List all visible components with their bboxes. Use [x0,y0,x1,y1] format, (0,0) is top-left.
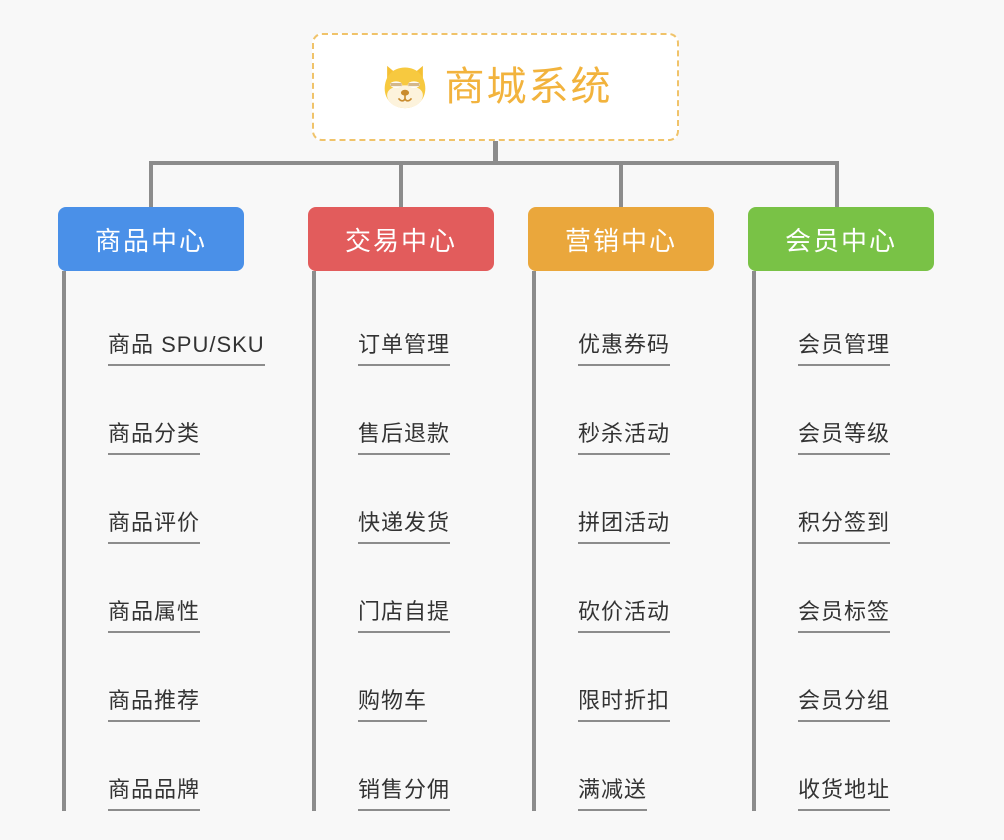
leaf-list-3: 优惠券码 秒杀活动 拼团活动 砍价活动 限时折扣 满减送 [532,271,714,811]
list-item[interactable]: 秒杀活动 [540,366,714,455]
leaf-label: 限时折扣 [578,687,671,722]
list-item[interactable]: 商品 SPU/SKU [70,277,265,366]
leaf-label: 售后退款 [358,420,451,455]
category-box-product-center[interactable]: 商品中心 [58,207,244,271]
root-title: 商城系统 [444,65,613,109]
root-node-mall-system[interactable]: 商城系统 [312,33,679,141]
branch-column-1: 商品中心 商品 SPU/SKU 商品分类 商品评价 商品属性 商品推荐 商品品牌 [58,207,265,811]
leaf-label: 会员等级 [798,420,891,455]
leaf-label: 商品属性 [108,598,201,633]
list-item[interactable]: 满减送 [540,722,714,811]
list-item[interactable]: 门店自提 [320,544,494,633]
connector-drop-3 [619,163,623,207]
leaf-label: 拼团活动 [578,509,671,544]
list-item[interactable]: 会员管理 [760,277,934,366]
branch-column-4: 会员中心 会员管理 会员等级 积分签到 会员标签 会员分组 收货地址 [748,207,934,811]
leaf-label: 门店自提 [358,598,451,633]
leaf-label: 收货地址 [798,776,891,811]
list-item[interactable]: 收货地址 [760,722,934,811]
leaf-label: 商品分类 [108,420,201,455]
list-item[interactable]: 购物车 [320,633,494,722]
branch-column-3: 营销中心 优惠券码 秒杀活动 拼团活动 砍价活动 限时折扣 满减送 [528,207,714,811]
list-item[interactable]: 商品推荐 [70,633,244,722]
leaf-label: 购物车 [358,687,428,722]
list-item[interactable]: 快递发货 [320,455,494,544]
leaf-list-2: 订单管理 售后退款 快递发货 门店自提 购物车 销售分佣 [312,271,494,811]
category-label: 会员中心 [784,225,897,256]
list-item[interactable]: 商品品牌 [70,722,244,811]
list-item[interactable]: 商品分类 [70,366,244,455]
leaf-label: 销售分佣 [358,776,451,811]
leaf-list-4: 会员管理 会员等级 积分签到 会员标签 会员分组 收货地址 [752,271,934,811]
leaf-label: 积分签到 [798,509,891,544]
list-item[interactable]: 售后退款 [320,366,494,455]
category-box-trade-center[interactable]: 交易中心 [308,207,494,271]
category-label: 交易中心 [344,225,457,256]
leaf-label: 商品品牌 [108,776,201,811]
list-item[interactable]: 积分签到 [760,455,934,544]
connector-drop-1 [149,163,153,207]
leaf-label: 商品推荐 [108,687,201,722]
leaf-label: 会员标签 [798,598,891,633]
category-label: 商品中心 [94,225,207,256]
leaf-label: 秒杀活动 [578,420,671,455]
list-item[interactable]: 砍价活动 [540,544,714,633]
list-item[interactable]: 销售分佣 [320,722,494,811]
list-item[interactable]: 商品属性 [70,544,244,633]
connector-drop-2 [399,163,403,207]
leaf-label: 订单管理 [358,331,451,366]
list-item[interactable]: 拼团活动 [540,455,714,544]
connector-root-stem [493,141,498,163]
leaf-label: 砍价活动 [578,598,671,633]
list-item[interactable]: 会员标签 [760,544,934,633]
list-item[interactable]: 商品评价 [70,455,244,544]
category-box-marketing-center[interactable]: 营销中心 [528,207,714,271]
leaf-list-1: 商品 SPU/SKU 商品分类 商品评价 商品属性 商品推荐 商品品牌 [62,271,265,811]
shiba-dog-face-icon [384,65,425,109]
leaf-label: 会员分组 [798,687,891,722]
list-item[interactable]: 订单管理 [320,277,494,366]
leaf-label: 商品评价 [108,509,201,544]
list-item[interactable]: 会员分组 [760,633,934,722]
list-item[interactable]: 限时折扣 [540,633,714,722]
list-item[interactable]: 会员等级 [760,366,934,455]
leaf-label: 会员管理 [798,331,891,366]
connector-horizontal-bus [149,161,839,165]
leaf-label: 优惠券码 [578,331,671,366]
connector-drop-4 [835,163,839,207]
leaf-label: 快递发货 [358,509,451,544]
branch-column-2: 交易中心 订单管理 售后退款 快递发货 门店自提 购物车 销售分佣 [308,207,494,811]
category-label: 营销中心 [564,225,677,256]
leaf-label: 满减送 [578,776,648,811]
leaf-label: 商品 SPU/SKU [108,331,265,366]
list-item[interactable]: 优惠券码 [540,277,714,366]
category-box-member-center[interactable]: 会员中心 [748,207,934,271]
